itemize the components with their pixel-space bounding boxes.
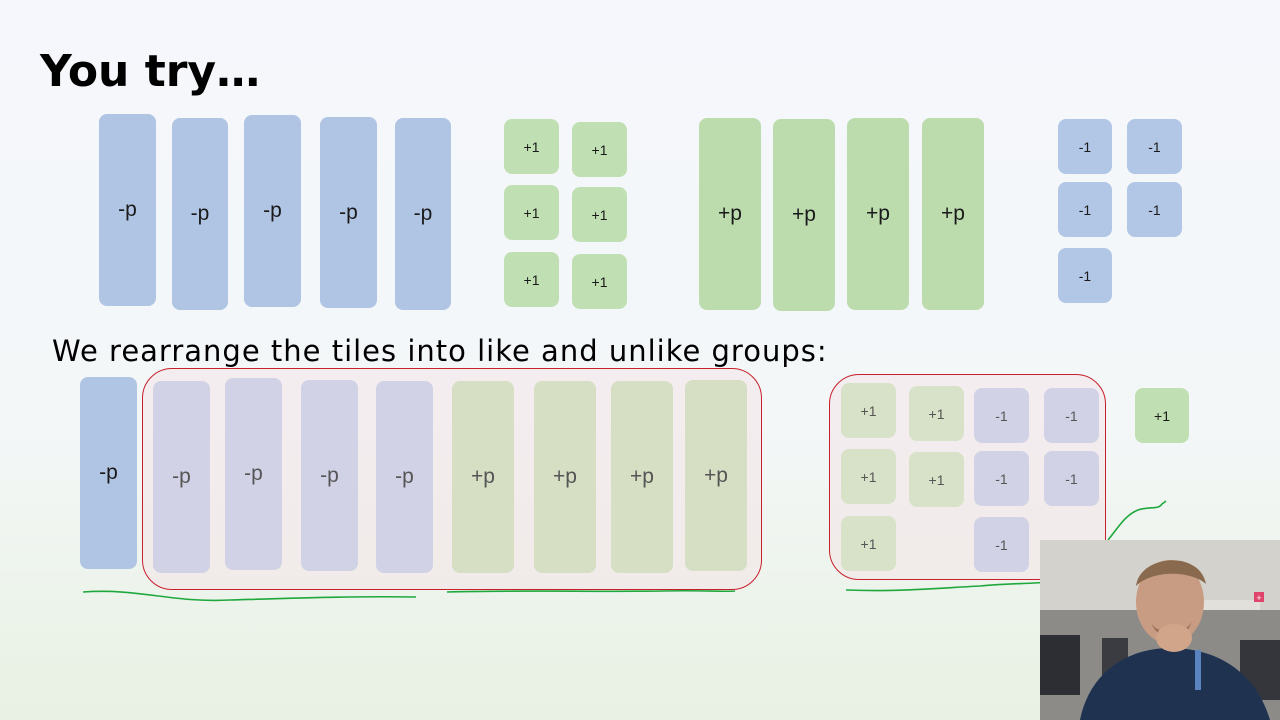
pos-1-tile: +1 <box>504 185 559 240</box>
grouped-neg-1-tile: -1 <box>974 388 1029 443</box>
pos-p-tile: +p <box>699 118 761 310</box>
underline-annotation <box>446 589 736 593</box>
pos-1-tile: +1 <box>572 254 627 309</box>
slide-title: You try… <box>40 46 261 97</box>
grouped-neg-p-tile: -p <box>376 381 433 573</box>
grouped-pos-1-tile: +1 <box>841 383 896 438</box>
webcam-overlay: + <box>1040 540 1280 720</box>
leftover-neg-p-tile: -p <box>80 377 137 569</box>
neg-1-tile: -1 <box>1058 248 1112 303</box>
neg-p-tile: -p <box>320 117 377 308</box>
grouped-pos-1-tile: +1 <box>909 386 964 441</box>
grouped-pos-1-tile: +1 <box>909 452 964 507</box>
neg-p-tile: -p <box>244 115 301 307</box>
webcam-scene: + <box>1040 540 1280 720</box>
neg-1-tile: -1 <box>1127 182 1182 237</box>
neg-p-tile: -p <box>395 118 451 310</box>
grouped-pos-1-tile: +1 <box>841 516 896 571</box>
grouped-pos-p-tile: +p <box>534 381 596 573</box>
underline-annotation <box>845 581 1049 592</box>
slide-subtitle: We rearrange the tiles into like and unl… <box>52 334 828 368</box>
pos-p-tile: +p <box>847 118 909 310</box>
pos-1-tile: +1 <box>504 252 559 307</box>
pos-1-tile: +1 <box>572 187 627 242</box>
neg-1-tile: -1 <box>1127 119 1182 174</box>
grouped-neg-1-tile: -1 <box>1044 388 1099 443</box>
underline-annotation <box>82 590 417 602</box>
grouped-pos-p-tile: +p <box>685 380 747 571</box>
neg-1-tile: -1 <box>1058 182 1112 237</box>
grouped-pos-p-tile: +p <box>452 381 514 573</box>
grouped-pos-p-tile: +p <box>611 381 673 573</box>
neg-1-tile: -1 <box>1058 119 1112 174</box>
neg-p-tile: -p <box>99 114 156 306</box>
grouped-pos-1-tile: +1 <box>841 449 896 504</box>
grouped-neg-p-tile: -p <box>301 380 358 571</box>
neg-p-tile: -p <box>172 118 228 310</box>
grouped-neg-1-tile: -1 <box>1044 451 1099 506</box>
pos-1-tile: +1 <box>572 122 627 177</box>
pos-1-tile: +1 <box>504 119 559 174</box>
grouped-neg-1-tile: -1 <box>974 451 1029 506</box>
sticky-note-text: + <box>1256 593 1261 603</box>
grouped-neg-p-tile: -p <box>153 381 210 573</box>
grouped-neg-p-tile: -p <box>225 378 282 570</box>
pos-p-tile: +p <box>922 118 984 310</box>
pos-p-tile: +p <box>773 119 835 311</box>
leftover-pos-1-tile: +1 <box>1135 388 1189 443</box>
grouped-neg-1-tile: -1 <box>974 517 1029 572</box>
curve-annotation <box>1107 500 1167 541</box>
